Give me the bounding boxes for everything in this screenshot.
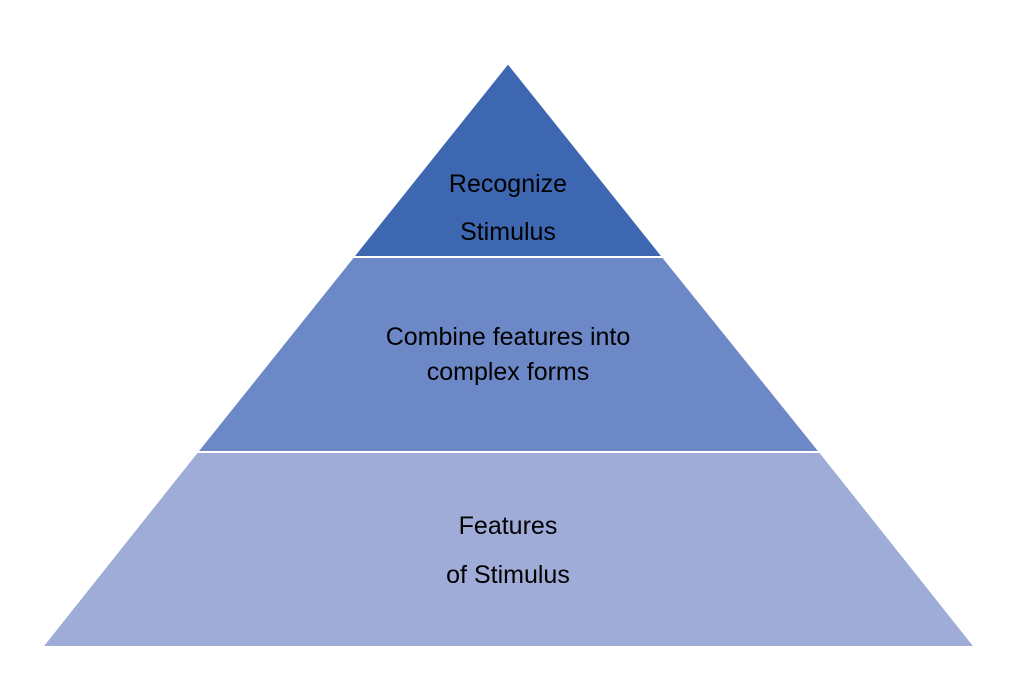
pyramid-tier-top: Recognize Stimulus: [350, 61, 666, 258]
pyramid-tier-bottom: Features of Stimulus: [39, 451, 978, 648]
pyramid-tier-middle-label-line1: Combine features into: [386, 323, 631, 351]
pyramid-tier-middle-shape: [194, 256, 823, 453]
pyramid-tier-bottom-label-line1: Features: [459, 512, 558, 540]
pyramid-tier-middle: Combine features into complex forms: [194, 256, 823, 453]
pyramid-tier-top-label-line1: Recognize: [449, 170, 567, 198]
pyramid-tier-top-label-line2: Stimulus: [460, 218, 556, 246]
pyramid-tier-bottom-shape: [39, 451, 978, 648]
pyramid-tier-middle-label-line2: complex forms: [427, 358, 590, 386]
pyramid-tier-bottom-label-line2: of Stimulus: [446, 561, 570, 589]
